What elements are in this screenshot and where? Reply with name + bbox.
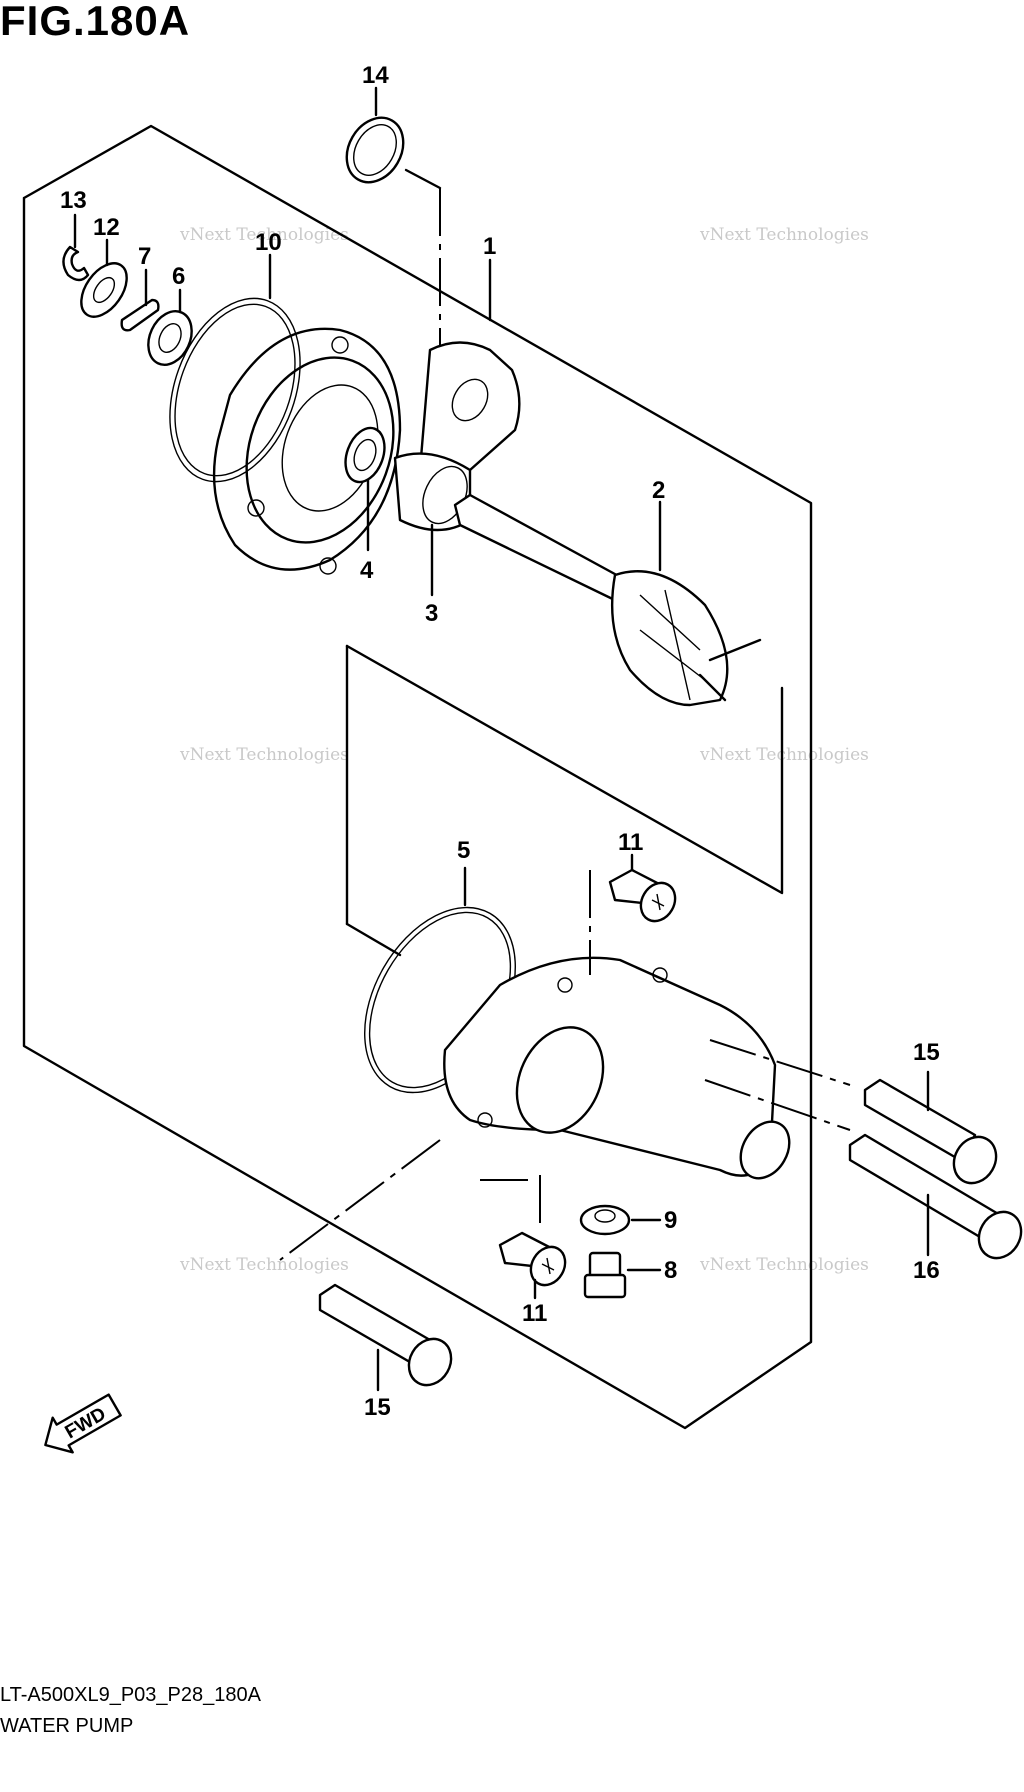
bolt-15-right: [863, 1078, 998, 1185]
callout-9: 9: [664, 1207, 677, 1234]
callout-labels: 14 13 12 10 7 6 1 2 4 3 5 11 15 9 8 16 1…: [60, 62, 940, 1421]
callout-4: 4: [360, 557, 374, 584]
pin-7: [120, 298, 160, 332]
callout-11-top: 11: [618, 829, 643, 856]
pump-cover: [443, 956, 791, 1180]
callout-1: 1: [483, 233, 496, 260]
watermark-text: vNext Technologies: [699, 1255, 869, 1275]
figure-title: FIG.180A: [0, 0, 191, 44]
watermark-text: vNext Technologies: [699, 745, 869, 765]
impeller-nut-12: [80, 262, 128, 318]
figure-code: LT-A500XL9_P03_P28_180A: [0, 1684, 261, 1706]
callout-7: 7: [138, 243, 151, 270]
drain-bolt-8: [583, 1251, 627, 1299]
bolt-16: [848, 1133, 1023, 1260]
callout-10: 10: [255, 229, 282, 256]
watermark-text: vNext Technologies: [179, 225, 349, 245]
watermark-text: vNext Technologies: [179, 1255, 349, 1275]
watermark-text: vNext Technologies: [179, 745, 349, 765]
callout-8: 8: [664, 1257, 677, 1284]
leader-lines: [73, 86, 930, 1392]
callout-11-bottom: 11: [522, 1300, 547, 1327]
circlip-13: [62, 245, 90, 282]
screw-11-top: [608, 868, 677, 923]
callout-14: 14: [362, 62, 389, 89]
screw-11-bottom: [498, 1231, 567, 1287]
bolt-15-left: [318, 1283, 453, 1387]
callout-16: 16: [913, 1257, 940, 1284]
watermark-group: vNext Technologies vNext Technologies vN…: [179, 225, 869, 1275]
gasket-10: [169, 297, 301, 483]
watermark-text: vNext Technologies: [699, 225, 869, 245]
o-ring-14: [345, 116, 442, 348]
callout-15-right: 15: [913, 1039, 940, 1066]
impeller-region-frame: [345, 644, 784, 895]
callout-3: 3: [425, 600, 438, 627]
callout-15-left: 15: [364, 1394, 391, 1421]
washer-6: [147, 310, 193, 366]
pump-body-1: [212, 327, 521, 575]
callout-5: 5: [457, 837, 470, 864]
fwd-arrow: FWD: [44, 1393, 122, 1454]
callout-2: 2: [652, 477, 665, 504]
figure-name: WATER PUMP: [0, 1715, 134, 1737]
assembly-frame: [22, 124, 813, 1430]
callout-12: 12: [93, 214, 120, 241]
callout-6: 6: [172, 263, 185, 290]
impeller-shaft-2: [453, 493, 762, 707]
callout-13: 13: [60, 187, 87, 214]
washer-9: [579, 1204, 631, 1236]
